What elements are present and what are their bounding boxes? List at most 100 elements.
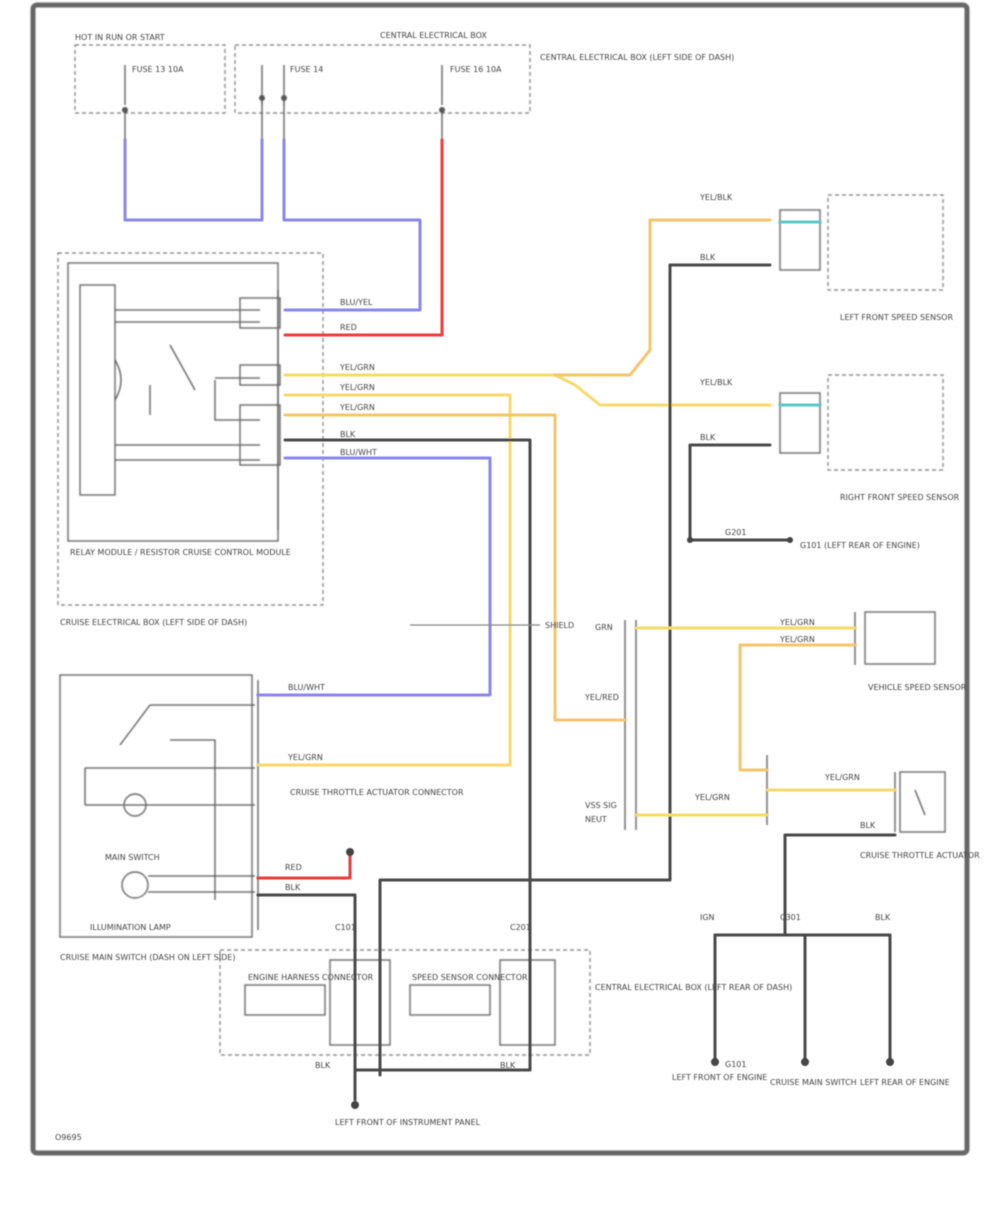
label-fuse-a: FUSE 13 10A: [132, 65, 184, 74]
label-bottom-left-conn: ENGINE HARNESS CONNECTOR: [248, 973, 374, 982]
cruise-box: [57, 252, 324, 606]
ground-dot-6: [687, 537, 693, 543]
label-rh-sensor-wire-2: BLK: [700, 433, 716, 442]
label-neutral: NEUT: [585, 815, 607, 824]
wire-blue-3: [256, 456, 492, 697]
label-pin-blu-yel: BLU/YEL: [340, 298, 373, 307]
label-top-box: HOT IN RUN OR START: [75, 33, 165, 42]
label-g1: LEFT FRONT OF ENGINE: [672, 1073, 767, 1082]
fuse-terminal-c: [281, 95, 287, 101]
label-g2: CRUISE MAIN SWITCH: [770, 1078, 857, 1087]
label-bottom-blk-1: BLK: [315, 1061, 331, 1070]
wire-black-1: [283, 438, 532, 1102]
wire-blue-1: [123, 138, 264, 222]
label-c301: C301: [780, 913, 801, 922]
wire-orange-1: [553, 218, 772, 377]
label-pin-yel-grn-1: YEL/GRN: [339, 363, 375, 372]
label-pin-yel-grn-2: YEL/GRN: [339, 383, 375, 392]
label-fuse-c: FUSE 16 10A: [450, 65, 502, 74]
label-data-link-2: YEL/GRN: [779, 635, 815, 644]
throttle-actuator-box: [899, 771, 946, 833]
ground-dot-2: [346, 848, 354, 856]
fuse-terminal-b: [259, 95, 265, 101]
label-main-switch: MAIN SWITCH: [105, 853, 160, 862]
ground-dot-1: [351, 1101, 359, 1109]
label-pin-red: RED: [340, 323, 357, 332]
corner-tag: O9695: [55, 1133, 82, 1142]
label-cruise-module: RELAY MODULE / RESISTOR CRUISE CONTROL M…: [70, 548, 291, 557]
ground-dot-4: [801, 1058, 809, 1066]
bottom-connector-box: [219, 949, 591, 1056]
fuse-panel-left-box: [74, 44, 226, 114]
rh-front-sensor-box: [827, 374, 944, 471]
label-brake-red: RED: [285, 863, 302, 872]
label-data-link-3: YEL/GRN: [824, 773, 860, 782]
fuse-terminal-d: [439, 107, 445, 113]
label-vss: VEHICLE SPEED SENSOR: [868, 683, 967, 692]
brake-switch-box: [59, 674, 253, 938]
label-data-link-5: YEL/GRN: [694, 793, 730, 802]
label-brake-wire-2: YEL/GRN: [287, 753, 323, 762]
label-gnd-tag: G101: [725, 1060, 746, 1069]
label-bottom-blk-3: BLK: [875, 913, 891, 922]
label-grn: GRN: [595, 623, 613, 632]
wire-red-1: [283, 138, 444, 337]
label-brake-wire-1: BLU/WHT: [288, 683, 325, 692]
label-illumination: ILLUMINATION LAMP: [90, 923, 171, 932]
wire-black-7: [783, 833, 897, 912]
vss-box: [864, 611, 936, 665]
label-lh-sensor-wire-2: BLK: [700, 253, 716, 262]
ground-dot-7: [787, 537, 793, 543]
label-pin-blu-wht: BLU/WHT: [340, 448, 377, 457]
label-bottom-right-note: CENTRAL ELECTRICAL BOX (LEFT REAR OF DAS…: [595, 983, 792, 992]
label-fuse-panel-note: CENTRAL ELECTRICAL BOX (LEFT SIDE OF DAS…: [540, 53, 734, 62]
fuse-terminal-a: [122, 107, 128, 113]
brake-lamp-bulb: [123, 793, 147, 817]
diagram-frame: [30, 2, 970, 1156]
wire-black-3: [688, 443, 772, 542]
label-bottom-ground: LEFT FRONT OF INSTRUMENT PANEL: [335, 1118, 481, 1127]
label-c101: C101: [335, 923, 356, 932]
label-cruise-box: CRUISE ELECTRICAL BOX (LEFT SIDE OF DASH…: [60, 618, 247, 627]
wire-yellow-2: [256, 393, 512, 767]
label-data-link-1: YEL/GRN: [779, 618, 815, 627]
label-data-link-4: BLK: [860, 821, 876, 830]
label-vss-signal: VSS SIG: [585, 801, 617, 810]
label-fuse-b: FUSE 14: [290, 65, 323, 74]
module-relay-block: [79, 284, 116, 496]
wire-blue-2: [282, 138, 422, 312]
label-yel-red: YEL/RED: [584, 693, 619, 702]
wire-red-2: [256, 853, 352, 880]
wire-orange-3: [738, 643, 857, 772]
label-pin-yel-grn-3: YEL/GRN: [339, 403, 375, 412]
label-throttle-conn: CRUISE THROTTLE ACTUATOR CONNECTOR: [290, 788, 464, 797]
label-lh-front-sensor: LEFT FRONT SPEED SENSOR: [840, 313, 953, 322]
label-bottom-blk-2: BLK: [500, 1061, 516, 1070]
label-ground-lh: G101 (LEFT REAR OF ENGINE): [800, 541, 920, 550]
cruise-module: [67, 262, 279, 542]
label-brake-blk: BLK: [285, 883, 301, 892]
wire-black-2: [378, 263, 772, 907]
wire-yellow-1: [283, 373, 772, 407]
ground-dot-3: [711, 1058, 719, 1066]
label-shield: SHIELD: [545, 621, 574, 630]
label-lh-sensor-wire-1: YEL/BLK: [699, 193, 733, 202]
lh-front-sensor-box: [827, 194, 944, 291]
label-bottom-mid-conn: SPEED SENSOR CONNECTOR: [412, 973, 528, 982]
label-throttle-actuator: CRUISE THROTTLE ACTUATOR: [860, 851, 980, 860]
label-rh-front-sensor: RIGHT FRONT SPEED SENSOR: [840, 493, 960, 502]
label-pwr-tag: IGN: [700, 913, 715, 922]
label-g3: LEFT REAR OF ENGINE: [860, 1078, 950, 1087]
label-pin-blk: BLK: [340, 430, 356, 439]
label-rh-sensor-wire-1: YEL/BLK: [699, 378, 733, 387]
label-cruise-main: CRUISE MAIN SWITCH (DASH ON LEFT SIDE): [60, 953, 235, 962]
label-ground-rh: G201: [725, 528, 746, 537]
illumination-lamp-bulb: [121, 871, 149, 899]
wire-black-5: [256, 893, 357, 1077]
label-fuse-panel: CENTRAL ELECTRICAL BOX: [380, 31, 487, 40]
label-c201: C201: [510, 923, 531, 932]
fuse-panel-mid-box: [234, 44, 531, 114]
wire-orange-2: [283, 413, 627, 722]
ground-dot-5: [886, 1058, 894, 1066]
